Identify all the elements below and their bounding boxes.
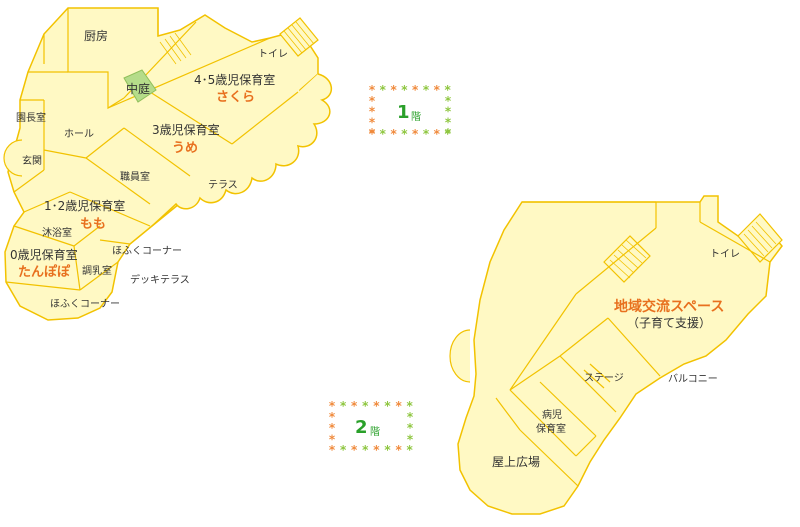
- badge-star-mark: *: [351, 399, 358, 413]
- floor1-terrace-wave: [151, 73, 332, 227]
- room-3: 3歳児保育室: [152, 122, 220, 137]
- badge-star-mark: *: [369, 126, 376, 140]
- room-exchange-space: 地域交流スペース: [614, 298, 724, 315]
- badge-star-mark: *: [412, 83, 419, 97]
- badge-star-mark: *: [369, 127, 376, 141]
- badge-star-mark: *: [369, 94, 376, 108]
- badge-star-mark: *: [390, 127, 397, 141]
- badge-star-mark: *: [369, 115, 376, 129]
- badge-star-mark: *: [329, 443, 336, 457]
- badge-star-mark: *: [369, 83, 376, 97]
- floor1-badge-kai: 階: [411, 111, 421, 123]
- floor1-stairs: [279, 17, 319, 57]
- badge-star-mark: *: [434, 127, 441, 141]
- room-bath: 沐浴室: [42, 226, 72, 239]
- room-12: 1･2歳児保育室: [44, 198, 125, 213]
- floor2-badge-number: 2: [355, 417, 368, 438]
- badge-star-mark: *: [407, 443, 414, 457]
- room-12-name: もも: [80, 217, 106, 232]
- badge-star-mark: *: [390, 83, 397, 97]
- room-toilet-2f: トイレ: [710, 249, 740, 260]
- room-45-name: さくら: [216, 90, 255, 105]
- badge-star-mark: *: [407, 410, 414, 424]
- badge-star-mark: *: [329, 399, 336, 413]
- floor1-outline: [4, 7, 319, 321]
- badge-star-mark: *: [423, 83, 430, 97]
- room-exchange-sub: （子育て支援）: [627, 315, 711, 330]
- room-0-name: たんぽぽ: [18, 264, 71, 280]
- badge-star-mark: *: [445, 105, 452, 119]
- badge-star-mark: *: [395, 443, 402, 457]
- floor2-plan: [449, 195, 783, 515]
- badge-star-mark: *: [340, 399, 347, 413]
- room-sick-child-line1: 病児: [542, 408, 562, 421]
- badge-star-mark: *: [445, 115, 452, 129]
- room-0: 0歳児保育室: [10, 247, 78, 262]
- badge-star-mark: *: [407, 432, 414, 446]
- badge-star-mark: *: [329, 421, 336, 435]
- room-hofuku-corner-a: ほふくコーナー: [112, 245, 182, 257]
- badge-star-mark: *: [444, 83, 451, 97]
- room-rooftop: 屋上広場: [492, 455, 540, 469]
- floor2-stairs-right: [737, 213, 783, 263]
- badge-star-mark: *: [423, 127, 430, 141]
- badge-star-mark: *: [362, 399, 369, 413]
- room-45: 4･5歳児保育室: [194, 72, 275, 87]
- room-kitchen: 厨房: [84, 28, 108, 43]
- floor1-entrance-bump: [3, 139, 23, 177]
- badge-star-mark: *: [369, 105, 376, 119]
- room-entrance: 玄関: [22, 154, 42, 167]
- room-hall: ホール: [64, 128, 94, 140]
- badge-star-mark: *: [401, 83, 408, 97]
- floor1-plan: [3, 7, 332, 321]
- floor1-badge-number: 1: [397, 102, 410, 123]
- badge-star-mark: *: [384, 443, 391, 457]
- badge-star-mark: *: [329, 410, 336, 424]
- badge-star-mark: *: [373, 399, 380, 413]
- badge-star-mark: *: [351, 443, 358, 457]
- badge-star-mark: *: [445, 94, 452, 108]
- floor2-stairs-left: [603, 235, 651, 283]
- badge-star-mark: *: [407, 421, 414, 435]
- room-milk: 調乳室: [82, 264, 112, 277]
- floor1-badge-star-border: ************************: [369, 83, 452, 141]
- badge-star-mark: *: [412, 127, 419, 141]
- floor2-badge-kai: 階: [370, 426, 380, 438]
- room-sick-child-line2: 保育室: [536, 422, 566, 435]
- badge-star-mark: *: [362, 443, 369, 457]
- room-staff: 職員室: [120, 170, 150, 183]
- floor2-badge: ********************** 2 階: [329, 399, 414, 457]
- floor1-badge: ************************ 1 階: [369, 83, 452, 141]
- badge-star-mark: *: [401, 127, 408, 141]
- room-principal: 園長室: [16, 111, 46, 124]
- room-balcony: バルコニー: [668, 373, 718, 385]
- room-deck-terrace: デッキテラス: [130, 273, 190, 286]
- room-3-name: うめ: [172, 141, 198, 156]
- room-terrace: テラス: [208, 179, 238, 191]
- courtyard-area: [123, 69, 157, 103]
- badge-star-mark: *: [373, 443, 380, 457]
- badge-star-mark: *: [407, 399, 414, 413]
- badge-star-mark: *: [380, 127, 387, 141]
- floor2-badge-star-border: **********************: [329, 399, 414, 457]
- badge-star-mark: *: [444, 127, 451, 141]
- room-stage: ステージ: [584, 373, 624, 384]
- badge-star-mark: *: [434, 83, 441, 97]
- badge-star-mark: *: [329, 432, 336, 446]
- room-courtyard: 中庭: [126, 81, 150, 96]
- badge-star-mark: *: [380, 83, 387, 97]
- badge-star-mark: *: [445, 126, 452, 140]
- badge-star-mark: *: [384, 399, 391, 413]
- badge-star-mark: *: [395, 399, 402, 413]
- floor2-side-bump: [449, 329, 471, 383]
- room-toilet-1f: トイレ: [258, 49, 288, 60]
- badge-star-mark: *: [340, 443, 347, 457]
- room-hofuku-corner-b: ほふくコーナー: [50, 298, 120, 310]
